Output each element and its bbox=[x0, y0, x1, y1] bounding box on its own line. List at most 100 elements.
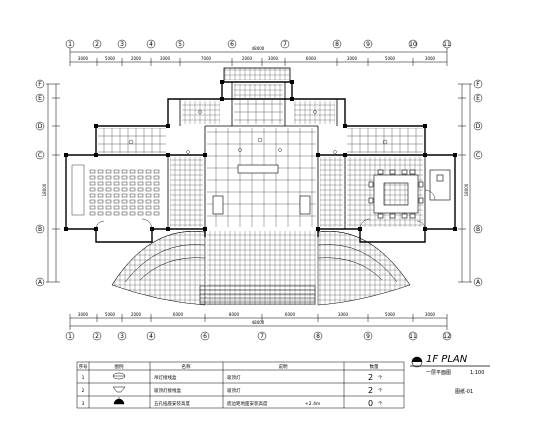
axis-label: C bbox=[476, 152, 480, 159]
dim-seg: 3000 bbox=[78, 312, 89, 317]
legend-header: 序号 bbox=[79, 363, 88, 370]
dim-seg: 2000 bbox=[131, 312, 142, 317]
auditorium-seating bbox=[71, 164, 160, 216]
interior-walls bbox=[95, 82, 426, 229]
legend-row-height: +2.4m bbox=[305, 401, 320, 407]
axis-label: C bbox=[38, 152, 42, 159]
legend-row-qty: 0 bbox=[368, 399, 373, 408]
light-fixtures bbox=[128, 110, 388, 154]
sheet-code: 图纸-01 bbox=[455, 388, 473, 395]
axis-label: 9 bbox=[366, 333, 370, 340]
left-total-dimension: 18000 bbox=[42, 183, 47, 196]
socket-icon bbox=[113, 397, 125, 405]
ceiling-lamp-icon bbox=[112, 386, 126, 393]
axis-label: 4 bbox=[149, 333, 153, 340]
left-axis-markers bbox=[35, 79, 45, 287]
dim-seg: 2000 bbox=[131, 56, 142, 61]
bottom-axis-markers bbox=[65, 331, 452, 341]
legend-header: 数量 bbox=[370, 363, 379, 370]
axis-label: 1 bbox=[68, 333, 72, 340]
axis-label: 12 bbox=[443, 333, 451, 340]
dim-seg: 3000 bbox=[425, 312, 436, 317]
plan-title-block: 1F PLAN 一层平面图 1:100 bbox=[410, 354, 490, 376]
bottom-segment-dimensions: 3000 5000 2000 6000 8000 6000 3000 5000 … bbox=[78, 312, 436, 317]
door-swings bbox=[95, 189, 436, 230]
dim-seg: 6000 bbox=[285, 312, 296, 317]
axis-label: A bbox=[476, 279, 481, 286]
axis-label: 2 bbox=[95, 41, 99, 48]
dim-seg: 3000 bbox=[78, 56, 89, 61]
axis-label: 3 bbox=[120, 41, 124, 48]
legend-row-name: 五孔插座安装高度 bbox=[154, 400, 190, 407]
axis-label: 8 bbox=[316, 333, 320, 340]
dim-seg: 3000 bbox=[338, 312, 349, 317]
axis-label: D bbox=[476, 123, 481, 130]
legend-row-desc: 吸顶灯 bbox=[227, 387, 241, 394]
building-walls bbox=[65, 81, 456, 243]
right-dimensions bbox=[458, 83, 472, 283]
top-dimensions bbox=[69, 48, 448, 66]
axis-label: 3 bbox=[120, 333, 124, 340]
axis-label: 11 bbox=[409, 333, 417, 340]
axis-label: 5 bbox=[178, 41, 182, 48]
right-axis-markers bbox=[473, 79, 483, 287]
axis-label: 10 bbox=[409, 41, 417, 48]
legend-headers: 序号 图例 名称 说明 数量 bbox=[79, 363, 379, 370]
legend-row: 2 吸顶灯接线盒 吸顶灯 2 个 bbox=[82, 386, 383, 395]
bottom-dimensions bbox=[69, 314, 448, 330]
axis-label: A bbox=[38, 279, 43, 286]
side-room-right bbox=[429, 169, 451, 201]
top-axis-markers bbox=[65, 39, 452, 49]
legend-row-desc: 底边距地面安装高度 bbox=[227, 400, 268, 407]
top-axis-labels: 1 2 3 4 5 6 7 8 9 10 11 bbox=[68, 41, 451, 48]
conference-room-furniture bbox=[368, 169, 424, 219]
plan-label: 1F PLAN bbox=[426, 354, 468, 365]
axis-label: E bbox=[38, 95, 42, 102]
dim-seg: 5000 bbox=[385, 312, 396, 317]
tower-top-outline bbox=[223, 67, 291, 83]
legend-row: 3 五孔插座安装高度 底边距地面安装高度 +2.4m 0 个 bbox=[82, 397, 383, 408]
dim-seg: 5000 bbox=[385, 56, 396, 61]
axis-label: 6 bbox=[203, 333, 207, 340]
dim-seg: 7000 bbox=[201, 56, 212, 61]
legend-table bbox=[76, 361, 405, 409]
dim-seg: 6000 bbox=[306, 56, 317, 61]
legend-header: 名称 bbox=[182, 363, 191, 370]
axis-label: 1 bbox=[68, 41, 72, 48]
axis-label: 7 bbox=[283, 41, 287, 48]
axis-label: F bbox=[476, 81, 480, 88]
reception-desk bbox=[212, 164, 311, 215]
right-total-dimension: 18000 bbox=[464, 183, 469, 196]
legend-header: 说明 bbox=[279, 363, 288, 370]
axis-label: 7 bbox=[260, 333, 264, 340]
dim-seg: 3000 bbox=[347, 56, 358, 61]
legend-row-unit: 个 bbox=[378, 375, 383, 381]
left-dimensions bbox=[46, 83, 60, 283]
dim-seg: 6000 bbox=[173, 312, 184, 317]
axis-label: 2 bbox=[95, 333, 99, 340]
axis-label: F bbox=[38, 81, 42, 88]
dim-seg: 2000 bbox=[242, 56, 253, 61]
legend-row-qty: 2 bbox=[368, 386, 373, 395]
axis-label: 9 bbox=[366, 41, 370, 48]
top-total-dimension: 48000 bbox=[252, 46, 265, 51]
dim-seg: 5000 bbox=[105, 56, 116, 61]
pendant-lamp-icon bbox=[112, 372, 126, 380]
axis-label: B bbox=[38, 226, 42, 233]
dim-seg: 3000 bbox=[160, 56, 171, 61]
legend-row-qty: 2 bbox=[368, 373, 373, 382]
axis-label: 6 bbox=[230, 41, 234, 48]
axis-label: 4 bbox=[149, 41, 153, 48]
legend-row-no: 3 bbox=[82, 401, 85, 407]
legend-row-name: 吸顶灯接线盒 bbox=[154, 387, 181, 394]
bottom-axis-labels: 1 2 3 4 6 7 8 9 11 12 bbox=[68, 333, 451, 340]
legend-header: 图例 bbox=[115, 363, 124, 370]
right-axis-labels: F E D C B A bbox=[476, 81, 481, 286]
left-axis-labels: F E D C B A bbox=[38, 81, 43, 286]
axis-label: D bbox=[38, 123, 43, 130]
dim-seg: 3000 bbox=[268, 56, 279, 61]
axis-label: B bbox=[476, 226, 480, 233]
plan-subtitle: 一层平面图 bbox=[426, 370, 451, 376]
legend-row-unit: 个 bbox=[378, 388, 383, 394]
